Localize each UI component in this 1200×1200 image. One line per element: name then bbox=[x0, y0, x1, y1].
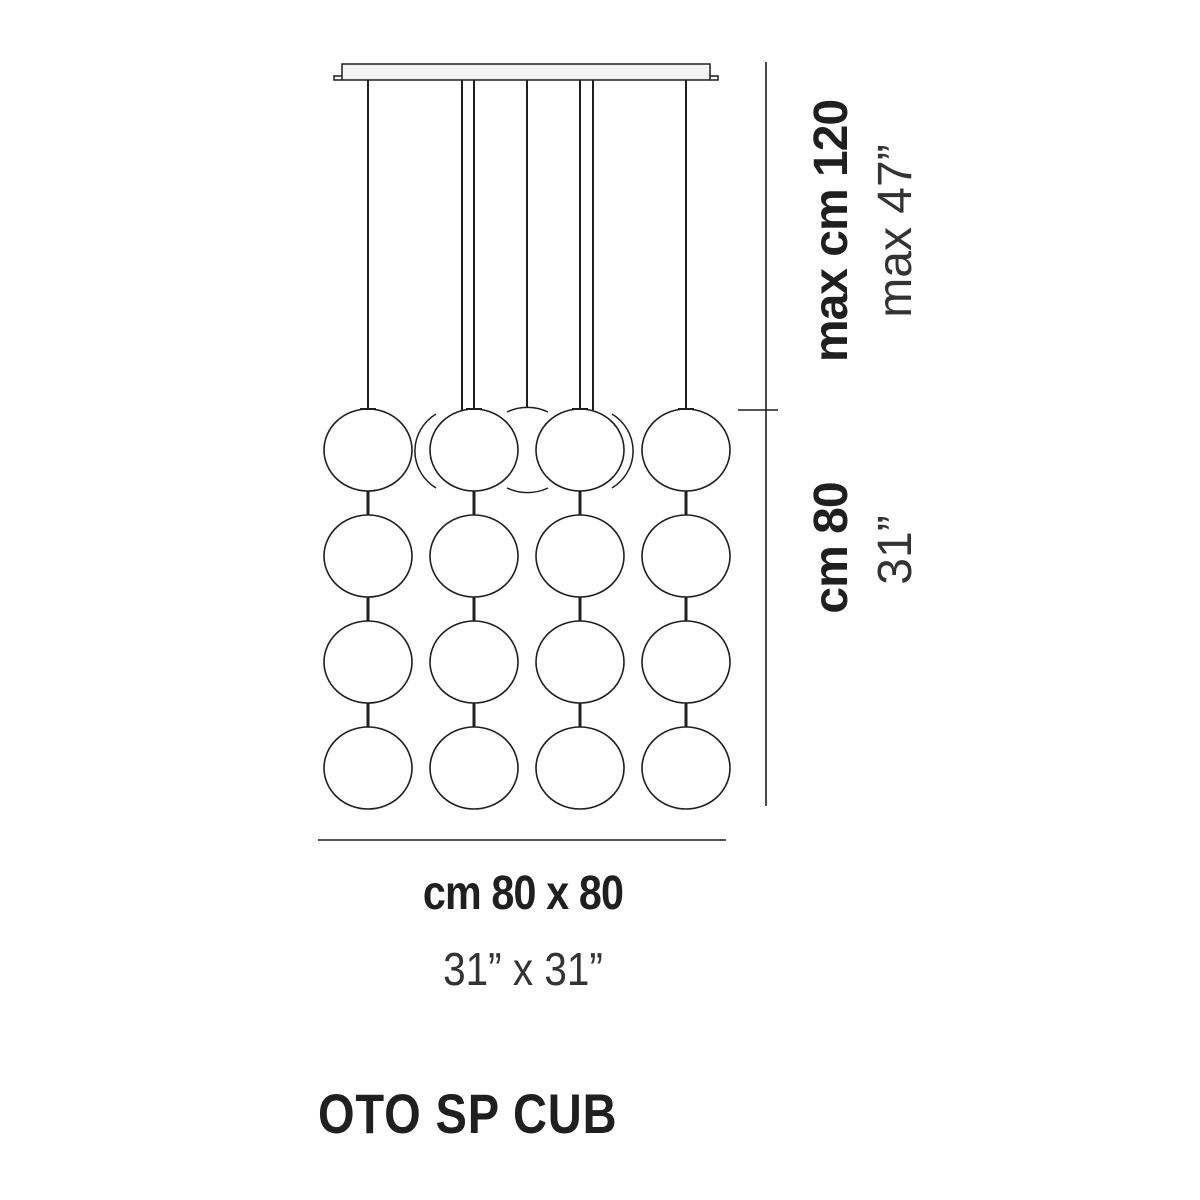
width-inch-label: 31” x 31” bbox=[443, 943, 603, 995]
globe bbox=[535, 620, 625, 704]
globe bbox=[641, 514, 731, 598]
ceiling-canopy bbox=[333, 63, 719, 81]
globe bbox=[429, 514, 519, 598]
globe-grid bbox=[323, 408, 731, 810]
globe-row-3 bbox=[323, 620, 731, 704]
globe bbox=[641, 408, 731, 492]
globe bbox=[641, 620, 731, 704]
globe-connectors bbox=[366, 488, 688, 730]
max-height-inch-label: max 47” bbox=[869, 144, 922, 318]
globe bbox=[323, 408, 413, 492]
globe bbox=[429, 408, 519, 492]
product-model-name: OTO SP CUB bbox=[318, 1082, 618, 1145]
suspension-cables bbox=[367, 80, 687, 410]
globe bbox=[535, 726, 625, 810]
globe bbox=[429, 620, 519, 704]
globe-row-4 bbox=[323, 726, 731, 810]
globe bbox=[429, 726, 519, 810]
globe-row-2 bbox=[323, 514, 731, 598]
globe bbox=[535, 408, 625, 492]
globe bbox=[323, 726, 413, 810]
globe bbox=[641, 726, 731, 810]
height-inch-label: 31” bbox=[869, 515, 922, 585]
globe-row-1 bbox=[323, 408, 731, 492]
globe bbox=[323, 514, 413, 598]
globe bbox=[323, 620, 413, 704]
dimension-lines bbox=[318, 62, 778, 841]
width-cm-label: cm 80 x 80 bbox=[422, 867, 624, 920]
max-height-cm-label: max cm 120 bbox=[805, 99, 858, 363]
height-cm-label: cm 80 bbox=[805, 482, 858, 614]
globe bbox=[535, 514, 625, 598]
